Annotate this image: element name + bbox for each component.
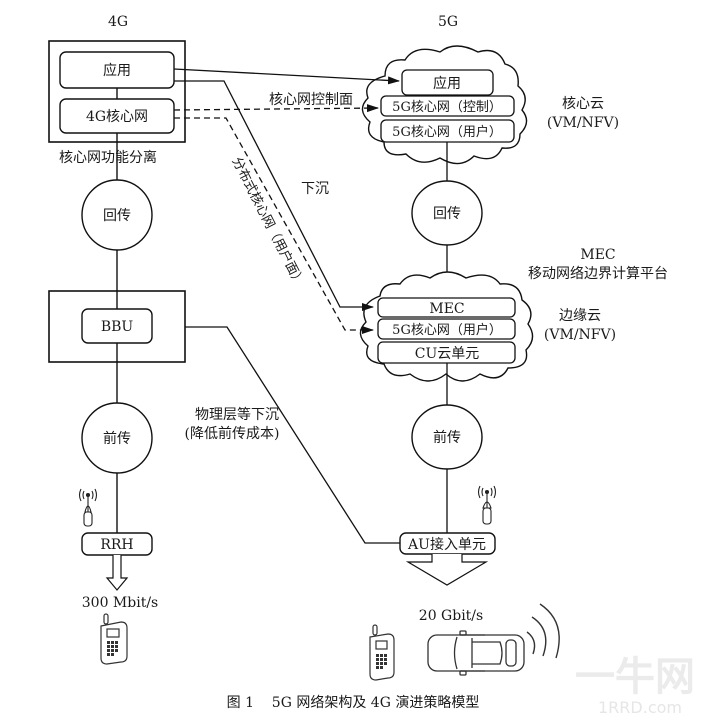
edge-cloud-title: 边缘云	[559, 308, 601, 324]
header-4g: 4G	[108, 14, 128, 30]
phy-sink-label: 物理层等下沉	[195, 406, 279, 423]
4g-rate-label: 300 Mbit/s	[82, 595, 158, 611]
mec-title: MEC	[580, 247, 615, 263]
phone-icon-5g	[369, 624, 395, 681]
sink-label: 下沉	[301, 181, 329, 197]
edge-cloud-item-mec-label: MEC	[429, 301, 464, 317]
edge-cloud-item-user	[377, 318, 516, 340]
4g-backhaul-label: 回传	[103, 208, 131, 224]
5g-antenna-icon	[477, 485, 497, 525]
core-cloud-item-app-label: 应用	[433, 75, 461, 92]
5g-backhaul-label: 回传	[433, 206, 461, 222]
car-icon	[427, 630, 525, 676]
core-cloud-item-user-label: 5G核心网（用户）	[392, 124, 502, 140]
figure-caption: 图 1 5G 网络架构及 4G 演进策略模型	[227, 694, 480, 711]
4g-downlink-arrow	[105, 555, 129, 591]
app-to-app-connector	[173, 68, 400, 85]
au-label: AU接入单元	[407, 536, 486, 553]
phy-sink-sublabel: (降低前传成本)	[185, 425, 280, 442]
4g-fronthaul-label: 前传	[103, 430, 131, 447]
wireless-signal-icon	[526, 603, 560, 659]
control-plane-label: 核心网控制面	[269, 92, 353, 108]
5g-downlink-arrow	[405, 554, 489, 586]
core-cloud-subtitle: (VM/NFV)	[547, 115, 619, 131]
edge-cloud-item-mec	[377, 297, 516, 318]
5g-rate-label: 20 Gbit/s	[419, 608, 483, 624]
4g-core-label: 4G核心网	[86, 109, 148, 125]
core-cloud-title: 核心云	[562, 96, 604, 112]
core-split-caption: 核心网功能分离	[59, 149, 157, 166]
4g-app-label: 应用	[103, 62, 131, 79]
phy-sink-connector	[185, 326, 400, 544]
control-plane-connector	[173, 104, 379, 113]
core-cloud-item-control	[380, 95, 515, 117]
watermark-url: 1RRD.com	[598, 698, 682, 717]
rrh-label: RRH	[100, 537, 133, 553]
watermark-logo: 一牛网	[575, 654, 695, 700]
mec-subtitle: 移动网络边界计算平台	[528, 266, 668, 282]
4g-antenna-icon	[78, 488, 98, 527]
distributed-core-connector	[174, 117, 374, 334]
sink-connector	[174, 80, 374, 311]
5g-fronthaul-label: 前传	[433, 429, 461, 446]
header-5g: 5G	[438, 14, 458, 30]
edge-cloud-item-cu-label: CU云单元	[415, 346, 480, 362]
core-cloud-item-control-label: 5G核心网（控制）	[392, 100, 502, 115]
core-cloud-item-app	[401, 69, 494, 96]
phone-icon-4g	[100, 613, 128, 665]
bbu-label: BBU	[101, 319, 134, 335]
edge-cloud-item-user-label: 5G核心网（用户）	[392, 322, 502, 338]
edge-cloud-subtitle: (VM/NFV)	[544, 327, 616, 343]
